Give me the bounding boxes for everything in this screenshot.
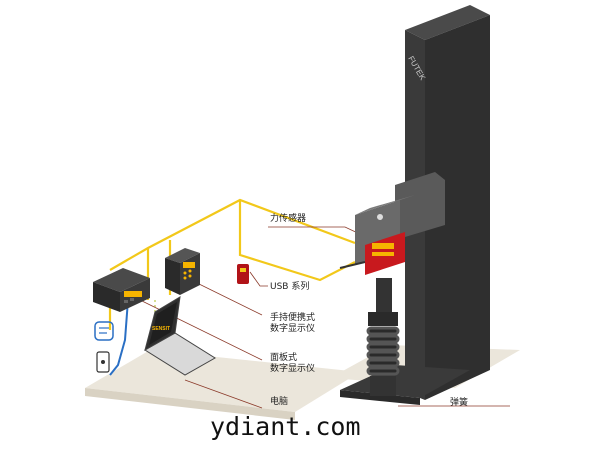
computer-label: 电脑 xyxy=(270,397,289,407)
handheld-display-device xyxy=(165,248,200,295)
spring-label: 弹簧 xyxy=(450,398,469,408)
usb-series-label: USB 系列 xyxy=(270,282,310,292)
panel-display-label-line2: 数字显示仪 xyxy=(270,364,316,374)
panel-display-label: 面板式 数字显示仪 xyxy=(270,353,330,375)
spring-assembly xyxy=(366,278,400,396)
usb-cable xyxy=(109,299,129,376)
handheld-display-label: 手持便携式 数字显示仪 xyxy=(270,313,330,335)
test-stand: FUTEK xyxy=(340,5,490,405)
watermark-text: ydiant.com xyxy=(210,412,361,441)
panel-display-device xyxy=(93,268,150,312)
force-sensor-label: 力传感器 xyxy=(270,214,307,224)
force-sensor xyxy=(339,232,405,275)
usb-device xyxy=(237,264,249,284)
panel-display-label-line1: 面板式 xyxy=(270,353,298,363)
connector-tag-icon xyxy=(94,321,114,341)
desk-platform xyxy=(85,350,360,420)
sensit-logo: SENSIT xyxy=(152,326,170,332)
handheld-display-label-line1: 手持便携式 xyxy=(270,313,316,323)
power-plug-icon xyxy=(96,351,110,373)
laptop-computer: SENSIT xyxy=(144,296,216,376)
handheld-display-label-line2: 数字显示仪 xyxy=(270,324,316,334)
cable-network xyxy=(108,198,356,330)
